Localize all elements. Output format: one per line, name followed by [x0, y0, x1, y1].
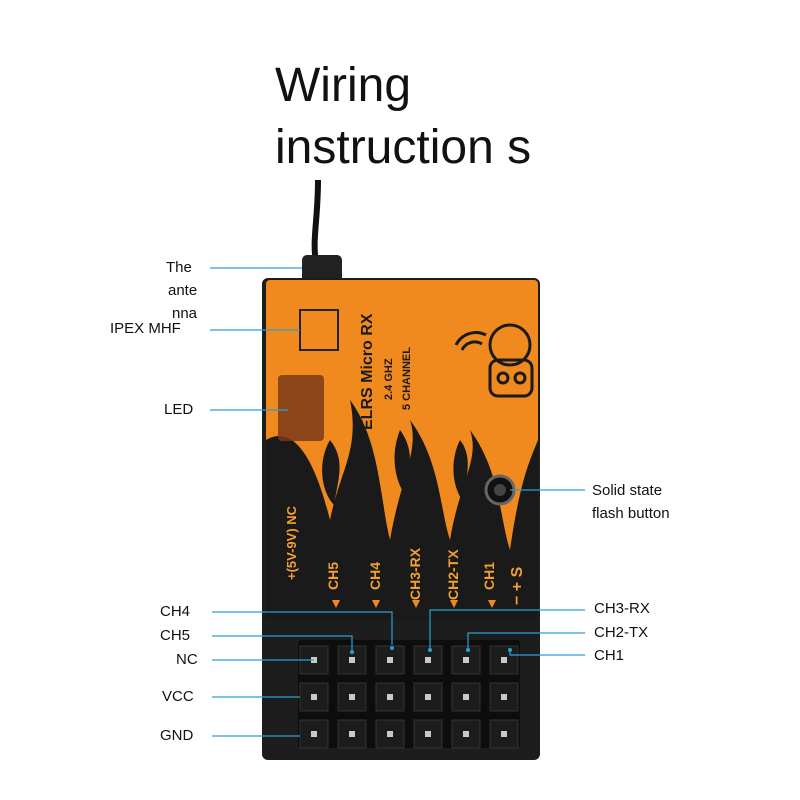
device-frequency: 2.4 GHZ: [383, 358, 395, 400]
label-antenna-line1: The: [166, 259, 192, 276]
device-name: ELRS Micro RX: [359, 313, 376, 430]
pin: [311, 694, 317, 700]
pin-grid: [299, 645, 519, 749]
flash-button-center: [494, 484, 506, 496]
label-ch1: CH1: [594, 647, 625, 664]
pin-socket: [337, 719, 367, 749]
ch2-print: CH2-TX: [445, 549, 461, 600]
ch1-print: CH1: [481, 562, 497, 590]
pin: [387, 694, 393, 700]
pin: [387, 657, 393, 663]
diagram-title: Wiring instruction s: [275, 59, 532, 174]
pin: [349, 731, 355, 737]
label-nc: NC: [176, 651, 198, 668]
led-indicator: [278, 375, 324, 441]
pin: [349, 657, 355, 663]
label-ch2-tx: CH2-TX: [594, 624, 649, 641]
leader-lines: [210, 267, 585, 737]
label-vcc: VCC: [162, 688, 194, 705]
antenna-wire: [311, 179, 321, 263]
pin: [425, 657, 431, 663]
label-ch3-rx: CH3-RX: [594, 600, 650, 617]
pin: [387, 731, 393, 737]
pin-socket: [489, 682, 519, 712]
pin-symbols: − + S: [509, 566, 526, 605]
antenna-connector: [302, 255, 342, 285]
power-label: +(5V-9V) NC: [284, 505, 299, 580]
flame-decoration: [266, 400, 538, 620]
ch3-print: CH3-RX: [407, 547, 423, 600]
ch4-print: CH4: [367, 562, 383, 590]
label-gnd: GND: [160, 727, 194, 744]
label-led: LED: [164, 401, 194, 418]
leader-dots: [350, 646, 512, 654]
label-ch4: CH4: [160, 603, 191, 620]
pin: [501, 657, 507, 663]
pin-header: [298, 640, 520, 748]
device-channels: 5 CHANNEL: [401, 347, 413, 410]
pin: [463, 657, 469, 663]
pin: [501, 731, 507, 737]
label-button-line2: flash button: [592, 505, 670, 522]
wifi-signal-icon: [454, 331, 487, 351]
pin: [311, 731, 317, 737]
label-button-line1: Solid state: [592, 482, 663, 499]
channel-arrows: [332, 600, 496, 608]
pin: [349, 694, 355, 700]
pin: [425, 731, 431, 737]
ch5-print: CH5: [325, 562, 341, 590]
label-antenna-line2: ante: [168, 282, 198, 299]
label-ch5: CH5: [160, 627, 191, 644]
pin: [463, 694, 469, 700]
pin: [501, 694, 507, 700]
label-ipex: IPEX MHF: [110, 320, 181, 337]
pin: [463, 731, 469, 737]
label-antenna-line3: nna: [172, 305, 198, 322]
robot-logo-icon: [488, 323, 534, 398]
pin: [425, 694, 431, 700]
